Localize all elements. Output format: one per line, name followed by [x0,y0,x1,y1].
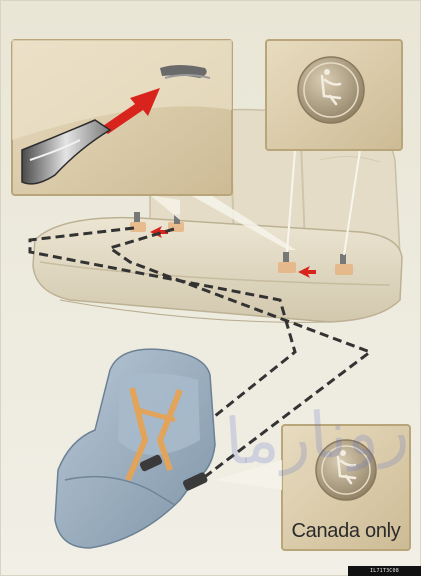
connector-inset [12,40,232,195]
anchor-icon-inset [266,40,402,150]
figure-code-label: IL71T3C08 [348,566,421,576]
canada-only-label: Canada only [282,520,410,543]
watermark: رونارما [223,394,412,481]
child-seat-anchor-button-icon [298,57,364,123]
